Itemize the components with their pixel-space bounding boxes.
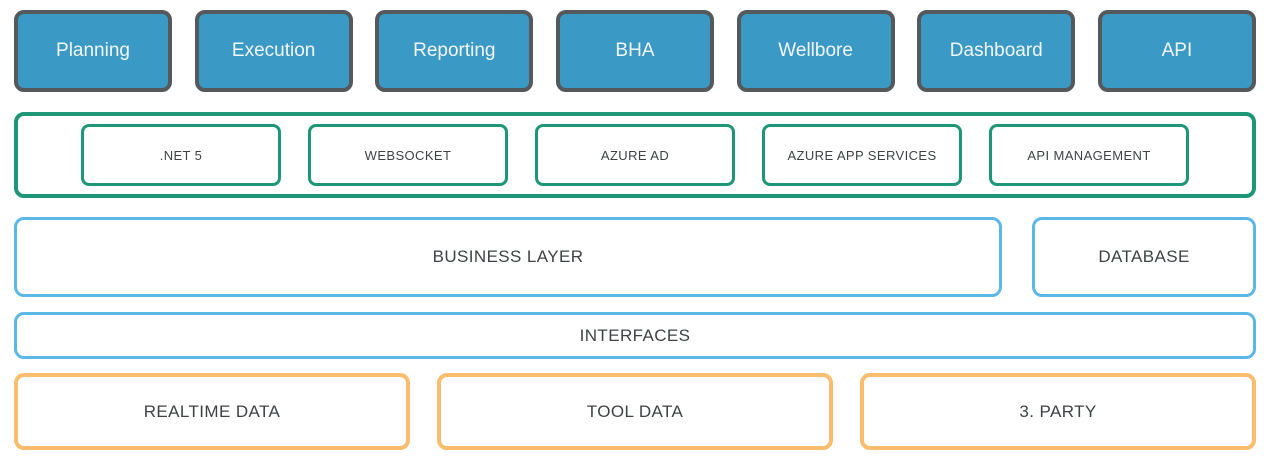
applications-row: Planning Execution Reporting BHA Wellbor… [14,10,1256,92]
business-row: BUSINESS LAYER DATABASE [14,217,1256,297]
platform-layer-container: .NET 5 WEBSOCKET AZURE AD AZURE APP SERV… [14,112,1256,198]
interfaces-row: INTERFACES [14,312,1256,359]
box-bha: BHA [555,10,714,92]
box-dashboard: Dashboard [917,10,1076,92]
box-realtime-data: REALTIME DATA [14,373,410,450]
box-reporting: Reporting [375,10,534,92]
box-business-layer: BUSINESS LAYER [14,217,1002,297]
box-database: DATABASE [1032,217,1256,297]
box-dotnet5: .NET 5 [81,124,281,186]
box-api-management: API MANAGEMENT [989,124,1189,186]
box-planning: Planning [14,10,172,92]
box-wellbore: Wellbore [736,10,895,92]
box-azure-app-services: AZURE APP SERVICES [762,124,962,186]
box-execution: Execution [194,10,353,92]
box-third-party: 3. PARTY [860,373,1256,450]
box-tool-data: TOOL DATA [437,373,833,450]
box-azure-ad: AZURE AD [535,124,735,186]
box-interfaces: INTERFACES [14,312,1256,359]
box-websocket: WEBSOCKET [308,124,508,186]
data-sources-row: REALTIME DATA TOOL DATA 3. PARTY [14,373,1256,450]
box-api: API [1097,10,1256,92]
